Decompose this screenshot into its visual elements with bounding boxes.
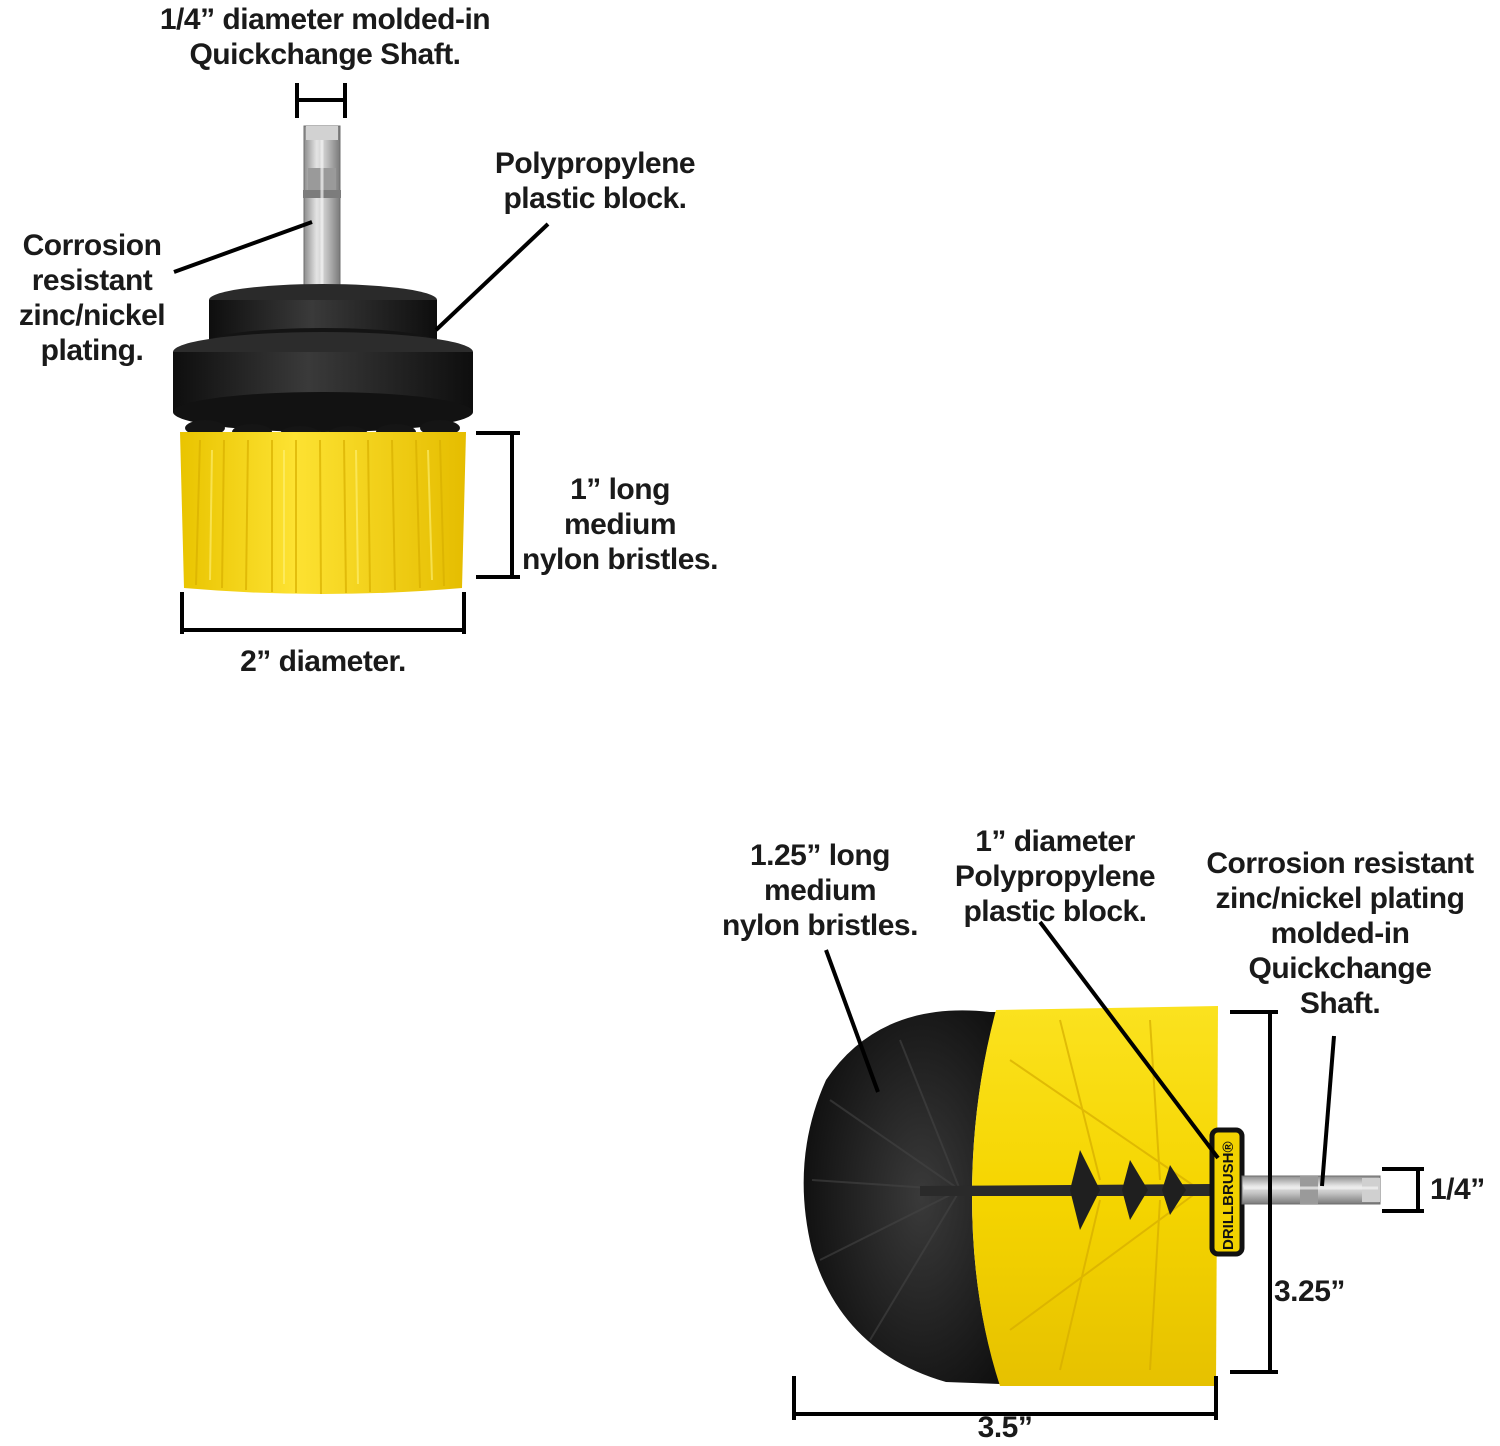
bottom-bristle-label: 1.25” long medium nylon bristles. bbox=[722, 839, 918, 942]
top-block-label: Polypropylene plastic block. bbox=[494, 147, 696, 215]
bottom-height-dimension bbox=[1230, 1010, 1278, 1374]
bottom-core-tufts bbox=[1070, 1150, 1186, 1230]
bottom-shaft-dim-label: 1/4” bbox=[1430, 1173, 1485, 1206]
bottom-brush: DRILLBRUSH® bbox=[792, 920, 1424, 1420]
bottom-plating-label: Corrosion resistant zinc/nickel plating … bbox=[1206, 847, 1474, 1020]
top-plating-leader bbox=[173, 220, 313, 274]
bottom-width-dimension bbox=[792, 1376, 1218, 1420]
bottom-collar: DRILLBRUSH® bbox=[1209, 1127, 1245, 1257]
top-block-leader bbox=[434, 222, 550, 332]
top-plating-label: Corrosion resistant zinc/nickel plating. bbox=[18, 229, 166, 367]
top-diameter-label: 2” diameter. bbox=[240, 645, 406, 678]
top-brush bbox=[173, 83, 550, 634]
top-bristles bbox=[180, 432, 466, 595]
bottom-black-strands bbox=[811, 1039, 961, 1341]
bottom-plating-leader bbox=[1320, 1035, 1336, 1187]
bottom-block-label: 1” diameter Polypropylene plastic block. bbox=[954, 825, 1156, 928]
bottom-shaft bbox=[1241, 1175, 1381, 1205]
bottom-bristle-leader bbox=[824, 949, 880, 1093]
bottom-black-bristles bbox=[803, 1010, 1000, 1384]
top-shaft bbox=[303, 125, 341, 303]
top-diameter-dimension bbox=[180, 592, 466, 634]
top-lower-block bbox=[173, 332, 473, 442]
bottom-height-dim-label: 3.25” bbox=[1274, 1275, 1345, 1308]
bottom-block-leader bbox=[1038, 920, 1220, 1160]
bottom-width-dim-label: 3.5” bbox=[977, 1411, 1033, 1444]
top-bristle-dimension bbox=[476, 431, 520, 579]
top-shaft-label: 1/4” diameter molded-in Quickchange Shaf… bbox=[159, 3, 491, 71]
collar-brand-text: DRILLBRUSH® bbox=[1220, 1141, 1237, 1250]
top-shaft-dimension bbox=[295, 83, 347, 118]
bottom-shaft-dimension bbox=[1382, 1167, 1424, 1213]
top-bristle-label: 1” long medium nylon bristles. bbox=[522, 473, 718, 576]
